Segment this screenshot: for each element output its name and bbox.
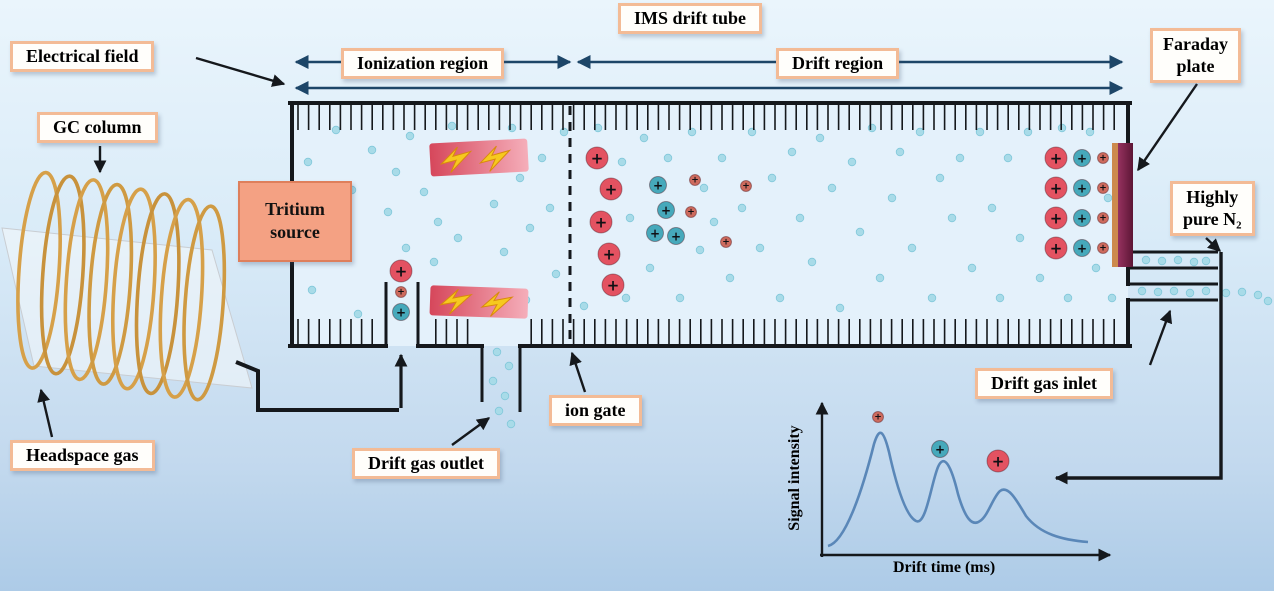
spectrum-curve: [827, 431, 1089, 548]
tritium-line2: source: [270, 222, 320, 243]
svg-text:+: +: [691, 176, 699, 186]
faraday-plate: [1112, 143, 1133, 267]
svg-text:+: +: [687, 208, 695, 218]
svg-text:+: +: [396, 306, 406, 320]
svg-text:+: +: [1050, 240, 1063, 258]
ionization-flash-bottom: [429, 285, 529, 319]
svg-text:+: +: [935, 443, 945, 457]
label-ionization-region: Ionization region: [341, 48, 505, 79]
svg-text:+: +: [1077, 182, 1087, 196]
svg-text:+: +: [1099, 214, 1107, 224]
label-n2-line2: pure N₂: [1183, 208, 1242, 229]
svg-text:+: +: [1077, 152, 1087, 166]
label-drift-gas-inlet: Drift gas inlet: [975, 368, 1113, 399]
svg-text:+: +: [1099, 184, 1107, 194]
svg-text:+: +: [722, 238, 730, 248]
svg-text:+: +: [1077, 242, 1087, 256]
ions: + + + + + + + + + + + + + + + + + + + + + + + + + + + + + + +: [389, 146, 1109, 473]
label-drift-gas-outlet: Drift gas outlet: [352, 448, 500, 479]
spectrum-plot: [815, 401, 1112, 562]
label-faraday-line1: Faraday: [1163, 34, 1228, 54]
svg-text:+: +: [595, 214, 608, 232]
label-highly-pure-n2: Highly pure N₂: [1170, 181, 1255, 237]
label-faraday-line2: plate: [1176, 55, 1215, 76]
transfer-line: [235, 360, 399, 412]
faraday-plate-pointer: [1137, 83, 1198, 172]
gc-column: [1, 170, 253, 402]
svg-text:+: +: [397, 288, 405, 298]
svg-text:+: +: [992, 453, 1005, 471]
tube-electrode-rings: [297, 104, 1115, 345]
label-electrical-field: Electrical field: [10, 41, 155, 72]
label-n2-line1: Highly: [1186, 187, 1239, 207]
svg-text:+: +: [605, 181, 618, 199]
sample-inlet-channel: [384, 282, 420, 346]
svg-text:+: +: [395, 263, 408, 281]
label-ims-drift-tube: IMS drift tube: [618, 3, 762, 34]
svg-text:+: +: [874, 413, 882, 423]
svg-text:+: +: [1050, 210, 1063, 228]
plot-xlabel: Drift time (ms): [893, 559, 996, 576]
tritium-source-box: Tritium source: [238, 181, 352, 262]
svg-text:+: +: [1099, 244, 1107, 254]
svg-text:+: +: [742, 182, 750, 192]
svg-text:+: +: [671, 230, 681, 244]
n2-pointer: [1205, 237, 1221, 252]
drift-gas-molecules: [303, 121, 1273, 429]
svg-text:+: +: [1099, 154, 1107, 164]
label-faraday-plate: Faraday plate: [1150, 28, 1241, 84]
electrical-field-pointer: [195, 56, 286, 87]
label-drift-region: Drift region: [776, 48, 900, 79]
headspace-gas-pointer: [37, 388, 54, 438]
svg-text:+: +: [591, 150, 604, 168]
svg-text:+: +: [1077, 212, 1087, 226]
svg-text:+: +: [603, 246, 616, 264]
label-gc-column: GC column: [37, 112, 158, 143]
tritium-line1: Tritium: [265, 199, 325, 219]
svg-text:+: +: [1050, 150, 1063, 168]
annotation-arrows: [37, 56, 1221, 446]
label-ion-gate: ion gate: [549, 395, 642, 426]
gc-column-coil: [16, 170, 227, 402]
label-headspace-gas: Headspace gas: [10, 440, 155, 471]
ion-gate-pointer: [569, 351, 587, 393]
svg-text:+: +: [653, 179, 663, 193]
drift-gas-inlet-pointer: [1148, 309, 1173, 366]
ionization-flash-top: [429, 138, 529, 177]
plot-ylabel: Signal intensity: [786, 425, 803, 531]
drift-gas-outlet-channel: [480, 346, 522, 412]
svg-text:+: +: [661, 204, 671, 218]
svg-text:+: +: [1050, 180, 1063, 198]
signal-output-line: [1054, 252, 1223, 485]
drift-gas-outlet-pointer: [451, 417, 491, 446]
svg-text:+: +: [650, 227, 660, 241]
drift-gas-inlet-pipes: [1128, 250, 1218, 302]
svg-text:+: +: [607, 277, 620, 295]
